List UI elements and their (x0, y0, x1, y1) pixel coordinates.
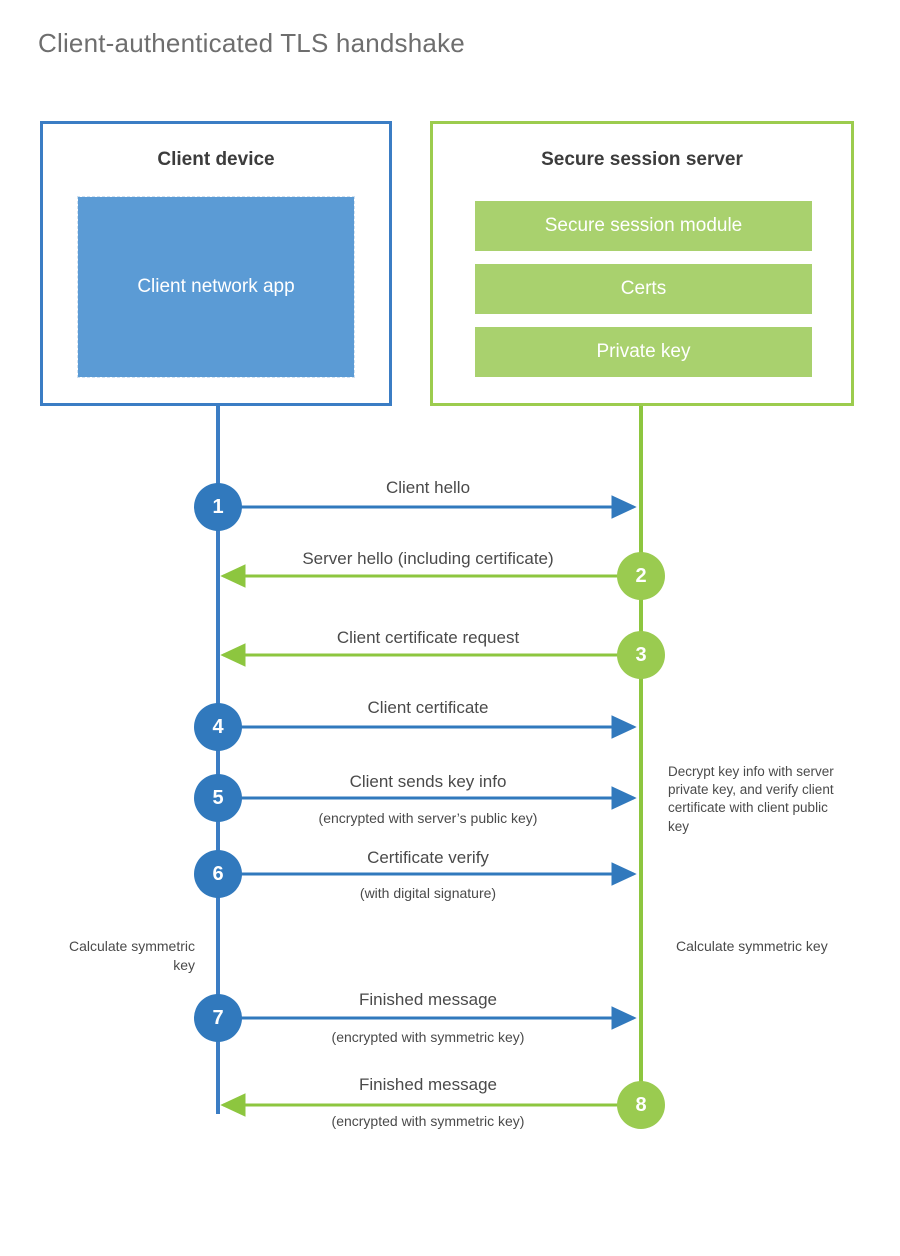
server-lifeline (639, 406, 643, 1106)
message-label-8: Finished message (359, 1075, 497, 1094)
message-label-6: Certificate verify (367, 848, 489, 867)
message-label-4: Client certificate (367, 698, 489, 717)
step-circle-4[interactable]: 4 (194, 703, 242, 751)
message-label-1: Client hello (385, 478, 471, 497)
server-component-secure-session-module: Secure session module (475, 201, 812, 251)
server-component-private-key: Private key (475, 327, 812, 377)
message-label-5: Client sends key info (349, 772, 507, 791)
secure-session-server-box: Secure session server Secure session mod… (430, 121, 854, 406)
server-component-certs: Certs (475, 264, 812, 314)
secure-session-server-title: Secure session server (541, 149, 743, 170)
step-circle-6[interactable]: 6 (194, 850, 242, 898)
step-circle-3[interactable]: 3 (617, 631, 665, 679)
step-circle-2[interactable]: 2 (617, 552, 665, 600)
message-label-3: Client certificate request (336, 628, 520, 647)
step-circle-8[interactable]: 8 (617, 1081, 665, 1129)
message-label-2: Server hello (including certificate) (302, 549, 554, 568)
step-circle-5[interactable]: 5 (194, 774, 242, 822)
client-device-box: Client device Client network app (40, 121, 392, 406)
page-title: Client-authenticated TLS handshake (38, 28, 465, 58)
message-label-7: Finished message (359, 990, 497, 1009)
client-network-app-block: Client network app (77, 196, 355, 378)
message-sublabel-7: (encrypted with symmetric key) (331, 1029, 525, 1045)
message-sublabel-8: (encrypted with symmetric key) (331, 1113, 525, 1129)
server-decrypt-note: Decrypt key info with server private key… (668, 764, 834, 834)
step-circle-1[interactable]: 1 (194, 483, 242, 531)
message-sublabel-5: (encrypted with server’s public key) (318, 810, 538, 826)
step-circle-7[interactable]: 7 (194, 994, 242, 1042)
client-calculate-symmetric-key-note: Calculate symmetric key (68, 938, 195, 973)
server-calculate-symmetric-key-note: Calculate symmetric key (676, 938, 828, 954)
client-device-title: Client device (157, 149, 275, 170)
message-sublabel-6: (with digital signature) (359, 885, 497, 901)
client-lifeline (216, 406, 220, 1114)
